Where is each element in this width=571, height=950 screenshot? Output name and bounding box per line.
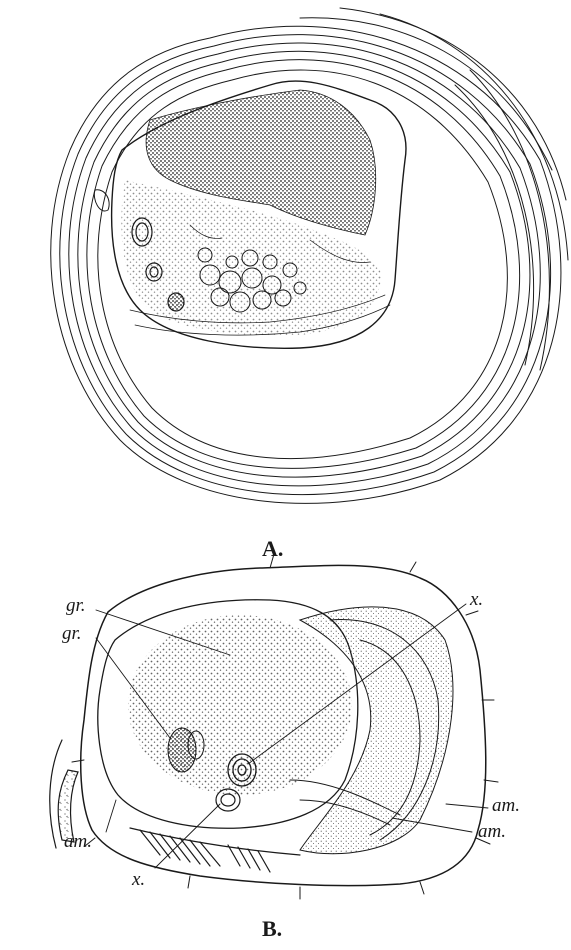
wall-flap [94,190,109,211]
figure-a-caption: A. [262,538,283,560]
figure-b-caption: B. [262,918,282,940]
figure-b-cross-section [50,554,498,899]
granular-mass [128,615,352,795]
label-am-right-lower: am. [478,822,506,841]
label-x-upper: x. [470,590,483,609]
label-gr-upper: gr. [66,596,86,615]
label-am-right-upper: am. [492,796,520,815]
figure-a-cross-section [51,8,568,503]
label-x-lower: x. [132,870,145,889]
label-gr-lower: gr. [62,624,82,643]
label-am-left: am. [64,832,92,851]
ridged-tissue [130,828,300,872]
